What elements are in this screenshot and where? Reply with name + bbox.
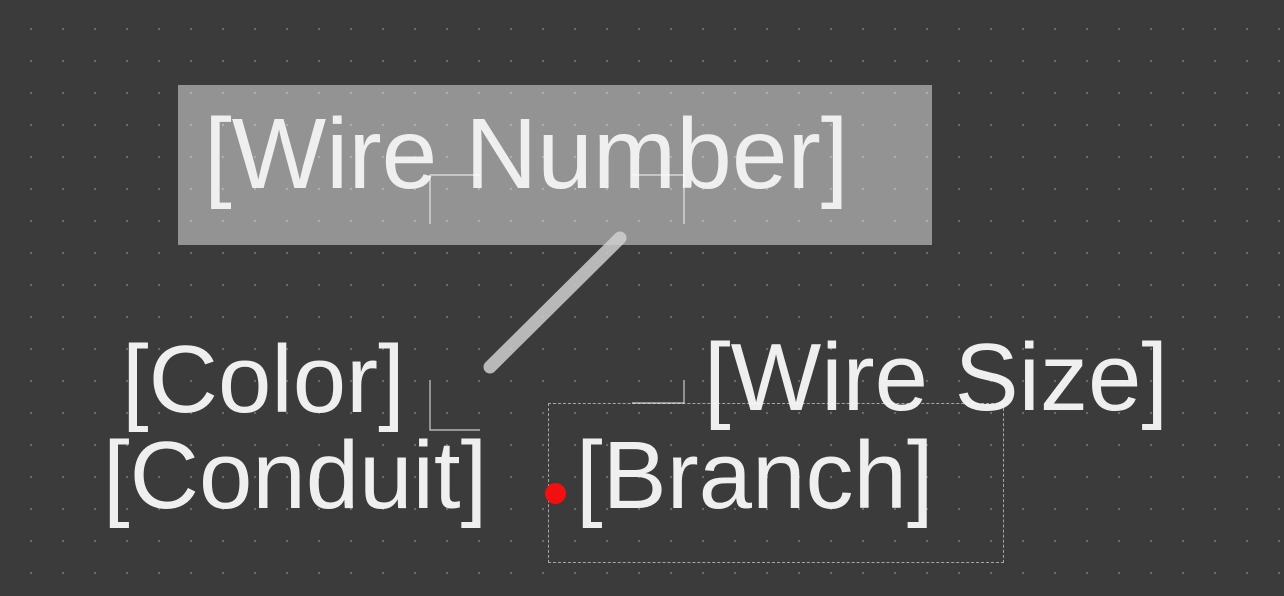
wire-size-field[interactable]: [Wire Size] xyxy=(704,324,1169,431)
conduit-field[interactable]: [Conduit] xyxy=(103,422,488,529)
wire-number-highlight-box[interactable] xyxy=(178,85,932,245)
leader-line xyxy=(483,231,627,374)
branch-field[interactable]: [Branch] xyxy=(576,422,934,529)
wire-number-field[interactable]: [Wire Number] xyxy=(204,98,849,210)
guide-line-right-bottom xyxy=(632,380,685,404)
branch-selection-rectangle[interactable] xyxy=(548,403,1004,563)
color-field[interactable]: [Color] xyxy=(122,326,405,433)
anchor-point-icon[interactable] xyxy=(545,483,566,504)
